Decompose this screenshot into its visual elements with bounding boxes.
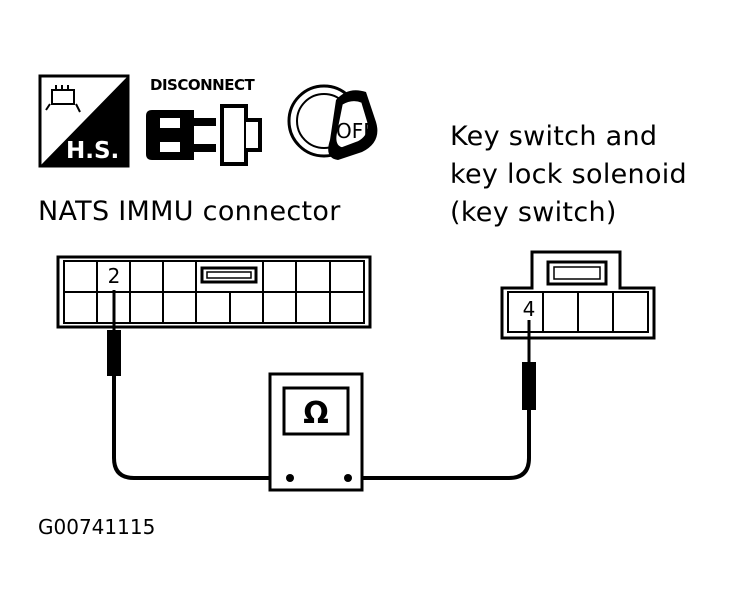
off-label: OFF	[336, 119, 375, 143]
pin-4-label: 4	[523, 297, 536, 321]
ignition-key-icon: OFF	[287, 84, 378, 160]
key-switch-title-line-1: Key switch and	[450, 121, 658, 152]
harness-side-icon: H.S.	[38, 74, 130, 168]
key-switch-connector-title: Key switch and key lock solenoid (key sw…	[450, 118, 687, 232]
pin-2-label: 2	[108, 264, 121, 288]
pin-2-marker: 2	[103, 263, 125, 288]
test-lead-left	[107, 290, 290, 480]
ohm-symbol: Ω	[303, 396, 329, 431]
key-switch-title-line-2: key lock solenoid	[450, 159, 687, 190]
ohmmeter: Ω	[268, 372, 364, 492]
hs-label: H.S.	[66, 138, 119, 164]
nats-immu-connector-title: NATS IMMU connector	[38, 196, 341, 227]
figure-id: G00741115	[38, 515, 156, 539]
disconnect-label: DISCONNECT	[150, 76, 255, 94]
key-switch-connector	[500, 250, 656, 340]
disconnect-icon: DISCONNECT	[146, 76, 262, 166]
test-lead-right	[350, 320, 536, 480]
pin-4-marker: 4	[518, 296, 540, 321]
key-switch-title-line-3: (key switch)	[450, 197, 617, 228]
